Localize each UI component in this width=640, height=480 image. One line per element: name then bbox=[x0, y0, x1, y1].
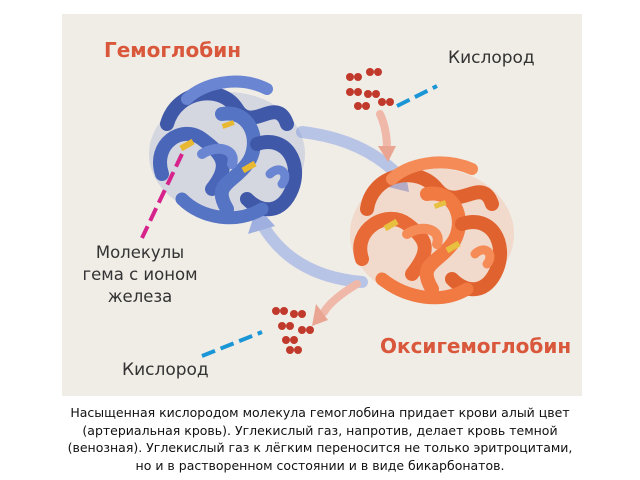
heme-label-line-3: железа bbox=[107, 287, 173, 306]
pointer-line-oxygen-top bbox=[396, 84, 438, 108]
diagram-panel: Гемоглобин Оксигемоглобин Кислород Кисло… bbox=[62, 14, 582, 396]
oxygen-out-arrow-head bbox=[312, 304, 328, 326]
cycle-arrow-to-oxyhemoglobin bbox=[296, 126, 403, 180]
hemoglobin-molecule bbox=[149, 75, 305, 225]
oxygen-label-bottom: Кислород bbox=[122, 360, 209, 380]
heme-label: Молекулы гема с ионом железа bbox=[60, 242, 220, 308]
oxygen-out-arrow bbox=[320, 280, 361, 316]
oxyhemoglobin-molecule bbox=[350, 156, 514, 305]
oxygen-molecules-top bbox=[346, 68, 394, 110]
caption-line-3: (венозная). Углекислый газ к лёгким пере… bbox=[67, 440, 573, 455]
cycle-arrow-to-hemoglobin bbox=[256, 218, 368, 288]
oxyhemoglobin-title: Оксигемоглобин bbox=[380, 334, 572, 358]
caption-line-4: но и в растворенном состоянии и в виде б… bbox=[135, 457, 505, 473]
hemoglobin-title: Гемоглобин bbox=[104, 38, 242, 62]
diagram-graphics bbox=[140, 68, 514, 358]
caption-line-2: (артериальная кровь). Углекислый газ, на… bbox=[82, 422, 558, 438]
heme-label-line-2: гема с ионом bbox=[82, 265, 198, 284]
caption-line-1: Насыщенная кислородом молекула гемоглоби… bbox=[70, 405, 570, 420]
oxygen-label-top: Кислород bbox=[448, 48, 535, 68]
oxygen-in-arrow bbox=[376, 110, 391, 153]
pointer-line-oxygen-bottom bbox=[201, 330, 263, 358]
oxygen-molecules-bottom bbox=[272, 307, 314, 354]
heme-group-blue bbox=[179, 120, 257, 174]
pointer-line-heme bbox=[140, 153, 184, 239]
heme-group-orange bbox=[383, 200, 461, 254]
oxygen-in-arrow-head bbox=[378, 146, 396, 162]
caption: Насыщенная кислородом молекула гемоглоби… bbox=[10, 404, 630, 474]
heme-label-line-1: Молекулы bbox=[95, 243, 185, 262]
